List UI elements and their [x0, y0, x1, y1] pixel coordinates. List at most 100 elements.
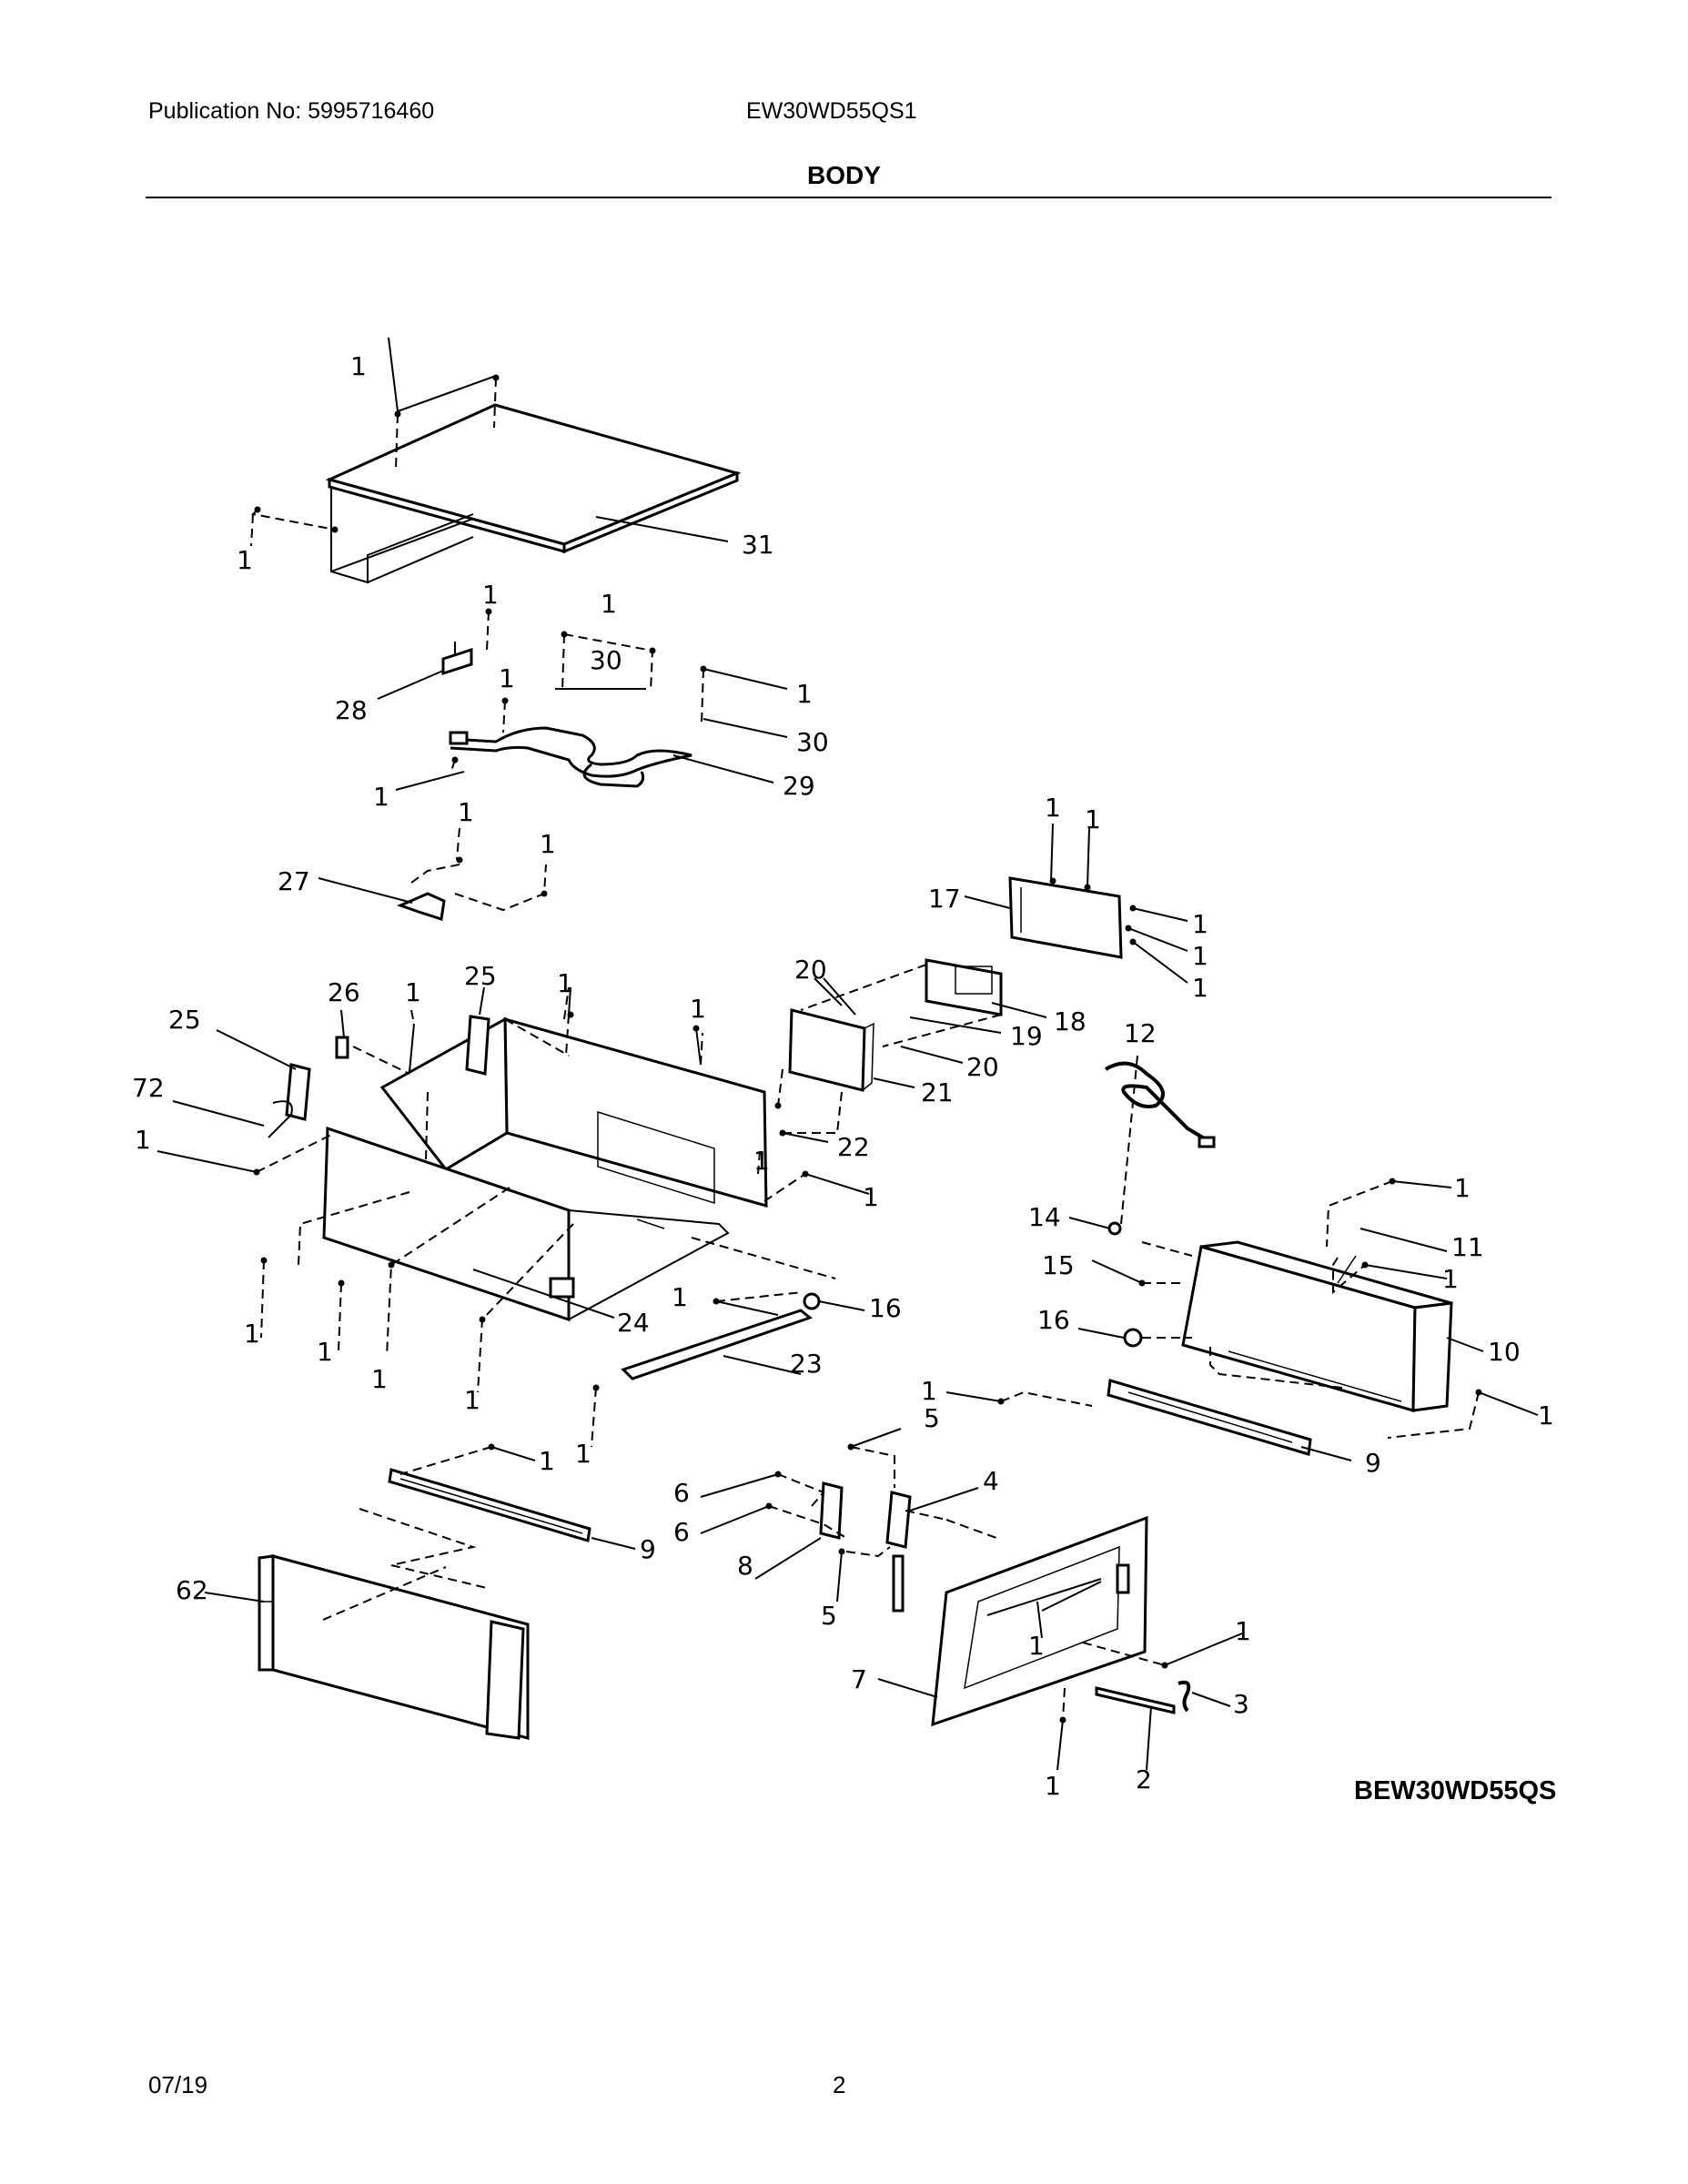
callout: 18: [1054, 1006, 1087, 1036]
callout: 1: [244, 1319, 260, 1349]
callout: 9: [1365, 1448, 1381, 1478]
part-power-cord: [1104, 1061, 1216, 1148]
callout: 10: [1488, 1337, 1521, 1367]
callout: 17: [928, 884, 961, 914]
callout: 1: [690, 994, 706, 1024]
callout: 1: [672, 1282, 688, 1312]
part-hinge-4: [885, 1491, 912, 1613]
callout: 1: [1028, 1631, 1045, 1661]
part-board-cover: [1008, 876, 1123, 959]
callout: 15: [1042, 1250, 1075, 1280]
callout: 22: [837, 1132, 870, 1162]
callout: 1: [482, 580, 499, 610]
callout: 1: [1454, 1173, 1471, 1203]
callout: 1: [540, 829, 556, 859]
callout: 1: [371, 1364, 388, 1394]
callout: 28: [335, 695, 368, 725]
callout: 24: [617, 1308, 650, 1338]
callout: 6: [673, 1517, 690, 1547]
callout: 1: [796, 679, 813, 709]
callout: 1: [753, 1146, 770, 1176]
callout: 25: [464, 961, 497, 991]
callout: 1: [350, 351, 367, 381]
callout: 1: [1235, 1616, 1251, 1646]
callout: 27: [278, 866, 310, 896]
callout: 1: [557, 968, 573, 998]
part-latch-8: [819, 1481, 844, 1540]
publication-number: Publication No: 5995716460: [148, 98, 435, 124]
part-trim-strip-right: [1107, 1379, 1312, 1456]
callout: 30: [796, 727, 829, 757]
callout: 11: [1451, 1232, 1484, 1262]
callout: 26: [328, 977, 360, 1007]
part-rod-2: [1095, 1686, 1176, 1714]
callout: 8: [737, 1551, 753, 1581]
part-sensor-26: [335, 1036, 349, 1059]
callout: 12: [1124, 1018, 1157, 1048]
callout: 1: [921, 1376, 937, 1406]
callout: 1: [464, 1385, 480, 1415]
part-insulation-25-right: [465, 1015, 490, 1076]
callout: 4: [983, 1466, 999, 1496]
callout: 2: [1136, 1764, 1152, 1795]
callout: 23: [790, 1349, 823, 1379]
callout: 1: [317, 1337, 333, 1367]
callout: 1: [575, 1439, 591, 1469]
part-bracket-28: [441, 642, 473, 676]
callout: 1: [237, 545, 253, 575]
header-divider: [146, 197, 1552, 198]
callout: 1: [1045, 1771, 1061, 1801]
page-number: 2: [833, 2071, 846, 2098]
part-mount-panel: [788, 1008, 874, 1092]
part-trim-strip-left: [388, 1468, 591, 1542]
callout: 6: [673, 1478, 690, 1508]
part-clip-3: [1178, 1680, 1191, 1713]
callout: 1: [863, 1182, 879, 1212]
part-front-panel: [258, 1554, 530, 1740]
part-right-housing: [1181, 1240, 1453, 1412]
callout: 62: [176, 1575, 208, 1605]
callout: 3: [1233, 1689, 1249, 1719]
callout: 31: [742, 530, 774, 560]
part-bracket-27: [396, 892, 446, 921]
part-top-cover: [325, 403, 742, 584]
callout: 1: [458, 797, 474, 827]
callout: 1: [1192, 909, 1208, 939]
callout: 5: [821, 1601, 837, 1631]
callout: 1: [1085, 804, 1101, 834]
callout: 1: [499, 663, 515, 693]
callout: 72: [132, 1073, 165, 1103]
callout: 21: [921, 1077, 954, 1107]
callout: 1: [1538, 1400, 1554, 1431]
callout: 9: [640, 1534, 656, 1564]
callout: 1: [373, 782, 389, 812]
part-heating-element: [449, 726, 692, 788]
callout: 14: [1028, 1202, 1061, 1232]
callout: 19: [1010, 1021, 1043, 1051]
callout: 1: [1192, 973, 1208, 1003]
callout: 16: [1037, 1305, 1070, 1335]
callout: 5: [924, 1403, 940, 1433]
part-front-rail: [621, 1309, 814, 1380]
callout: 7: [851, 1664, 867, 1694]
callout: 29: [783, 771, 815, 801]
callout-labels: 1 1 31 1 1 30 28 1 1 30 1 29 1 1 27 1 1 …: [132, 351, 1554, 1801]
callout: 1: [135, 1125, 151, 1155]
callout: 25: [168, 1005, 201, 1035]
publication-date: 07/19: [148, 2071, 208, 2098]
callout: 1: [539, 1446, 555, 1476]
callout: 1: [1045, 793, 1061, 823]
model-number: EW30WD55QS1: [746, 98, 917, 124]
page-title: BODY: [807, 161, 881, 189]
callout: 30: [590, 645, 622, 675]
diagram-code: BEW30WD55QS: [1354, 1776, 1557, 1805]
callout: 1: [405, 977, 421, 1007]
callout: 16: [869, 1293, 902, 1323]
callout: 1: [601, 589, 617, 619]
callout: 20: [966, 1052, 999, 1082]
callout: 1: [1192, 941, 1208, 971]
callout: 1: [1442, 1264, 1459, 1294]
part-insulation-25-left: [285, 1063, 311, 1121]
part-control-board: [925, 958, 1003, 1016]
